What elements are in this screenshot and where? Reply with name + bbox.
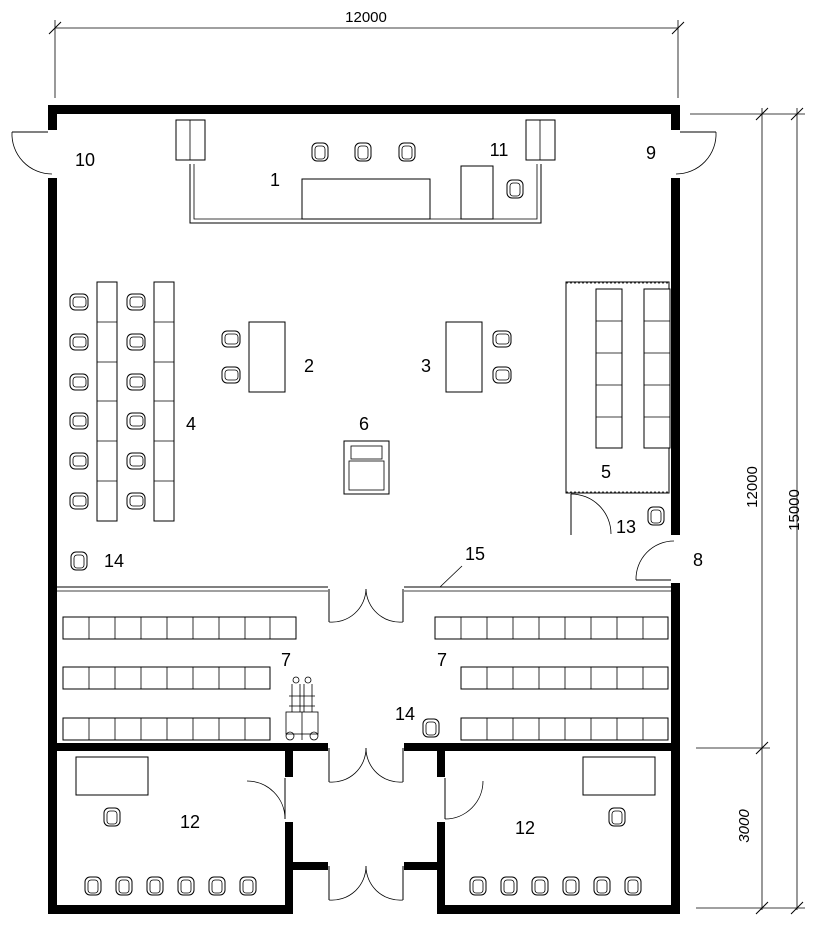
- dimension-height-lower-label: 3000: [736, 809, 753, 843]
- office-12-left: [75, 756, 286, 896]
- dimension-right: 12000 15000 3000: [690, 107, 805, 915]
- dimension-width-label: 12000: [345, 9, 387, 26]
- label-7-left: 7: [281, 650, 291, 670]
- reception-counter: [175, 119, 556, 224]
- dimension-height-inner-label: 12000: [744, 466, 761, 508]
- label-9: 9: [646, 143, 656, 163]
- shelving-5: [565, 281, 671, 535]
- dimension-height-total-label: 15000: [786, 489, 803, 531]
- armchair-6: [343, 440, 390, 495]
- label-4: 4: [186, 414, 196, 434]
- entrance-doors: [328, 747, 404, 901]
- benches-7-left: [62, 616, 297, 741]
- label-11: 11: [490, 140, 509, 160]
- desk-3: [445, 321, 512, 393]
- label-10: 10: [75, 150, 95, 170]
- benches-7-right: [434, 616, 669, 741]
- label-1: 1: [270, 170, 280, 190]
- label-15: 15: [465, 544, 485, 564]
- exterior-walls: [48, 105, 680, 914]
- study-tables-4: [69, 281, 175, 522]
- room-labels: 1 2 3 4 5 6 7 7 8 9 10 11 12 12 13 14 14…: [75, 140, 703, 838]
- partition-15: [57, 565, 671, 623]
- label-14-left: 14: [104, 551, 124, 571]
- label-13: 13: [616, 517, 636, 537]
- label-8: 8: [693, 550, 703, 570]
- label-12-left: 12: [180, 812, 200, 832]
- label-7-right: 7: [437, 650, 447, 670]
- dimension-top: 12000: [48, 9, 685, 98]
- label-2: 2: [304, 356, 314, 376]
- door-9: [675, 131, 717, 175]
- label-3: 3: [421, 356, 431, 376]
- door-8: [635, 540, 675, 581]
- label-14-center: 14: [395, 704, 415, 724]
- label-12-right: 12: [515, 818, 535, 838]
- office-12-right: [444, 756, 656, 896]
- wheelchair-person-icon: [285, 676, 319, 741]
- label-6: 6: [359, 414, 369, 434]
- door-10: [11, 131, 53, 175]
- desk-2: [221, 321, 286, 393]
- label-5: 5: [601, 462, 611, 482]
